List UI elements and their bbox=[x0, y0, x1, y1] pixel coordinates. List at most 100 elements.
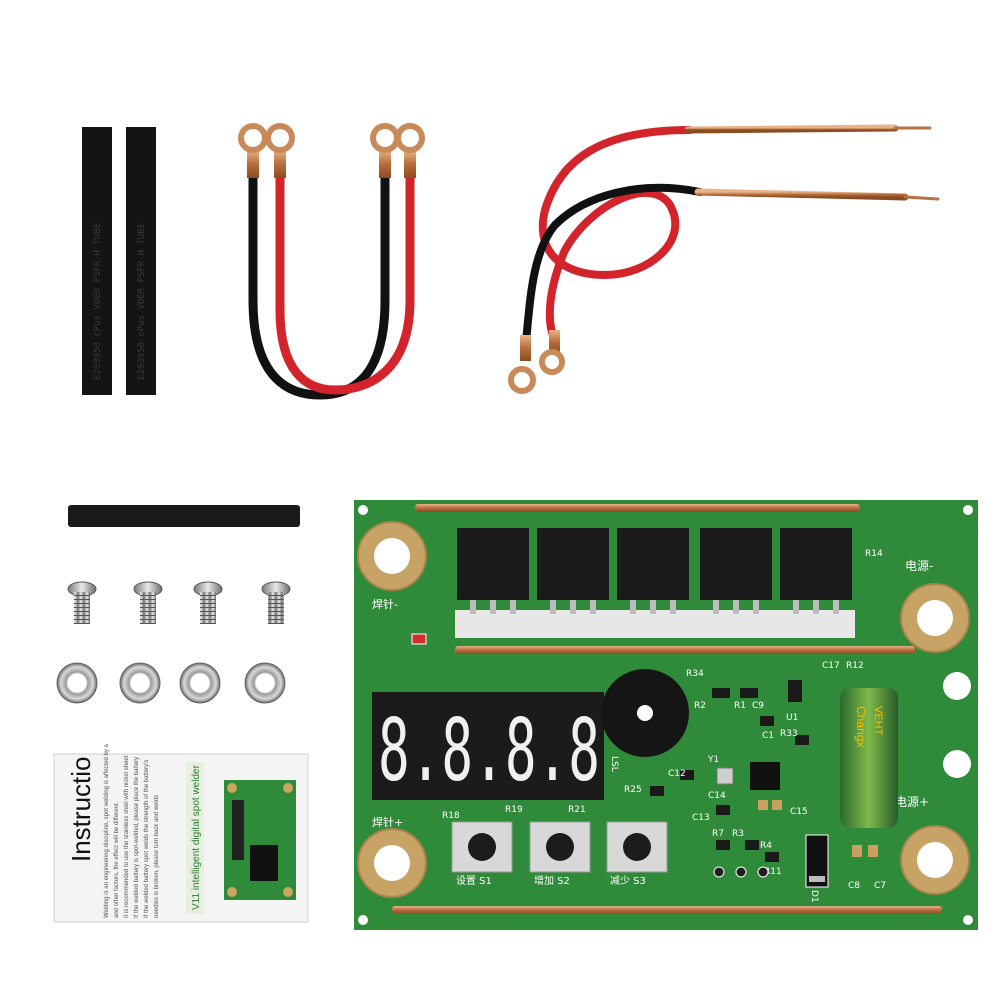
manual-title: Instructio bbox=[66, 757, 96, 863]
mosfet-array bbox=[457, 528, 852, 600]
svg-text:It is recommended to use the s: It is recommended to use the stainless s… bbox=[124, 755, 130, 918]
heat-shrink-tube bbox=[126, 127, 156, 395]
ring-lug bbox=[508, 335, 536, 394]
pen-tip bbox=[903, 195, 940, 201]
nut bbox=[244, 662, 286, 704]
set-button[interactable] bbox=[468, 833, 496, 861]
red-cable bbox=[275, 170, 415, 395]
svg-text:R3: R3 bbox=[732, 829, 744, 839]
label-weld-neg: 焊针- bbox=[372, 597, 398, 611]
manual-body: Welding is an engineering discipline, sp… bbox=[104, 743, 160, 918]
svg-text:C9: C9 bbox=[752, 701, 764, 711]
component-labels: R14 R34 R2 R1 C9 U1 R33 C1 C17 R12 R18 R… bbox=[442, 549, 886, 903]
mosfet bbox=[457, 528, 529, 600]
svg-text:If the welded battery is spot-: If the welded battery is spot-welded, pl… bbox=[134, 757, 140, 918]
screw bbox=[193, 581, 223, 624]
ring-lug bbox=[395, 123, 425, 178]
svg-text:R11: R11 bbox=[764, 867, 782, 877]
nut bbox=[179, 662, 221, 704]
cap-value: VEHT bbox=[872, 706, 884, 736]
ring-lug bbox=[265, 123, 295, 178]
copper-bus bbox=[415, 504, 860, 512]
nut bbox=[119, 662, 161, 704]
mosfet bbox=[700, 528, 772, 600]
svg-text:C1: C1 bbox=[762, 731, 774, 741]
battery-cables bbox=[238, 123, 425, 400]
label-weld-pos: 焊针+ bbox=[372, 815, 403, 829]
svg-text:C7: C7 bbox=[874, 881, 886, 891]
screw bbox=[133, 581, 163, 624]
svg-text:needles is broken, please turn: needles is broken, please turn back and … bbox=[154, 795, 160, 918]
svg-text:R1: R1 bbox=[734, 701, 746, 711]
svg-text:R18: R18 bbox=[442, 811, 460, 821]
pen-rod bbox=[684, 124, 899, 134]
svg-text:C13: C13 bbox=[692, 813, 710, 823]
diode bbox=[805, 834, 829, 888]
svg-text:R34: R34 bbox=[686, 669, 704, 679]
tube-print: E203950 cPus VOER PSFR-H TUBE bbox=[137, 223, 147, 380]
crystal bbox=[716, 767, 734, 785]
svg-text:R33: R33 bbox=[780, 729, 798, 739]
status-led bbox=[411, 633, 427, 645]
label-power-neg: 电源- bbox=[905, 559, 933, 573]
svg-text:C12: C12 bbox=[668, 769, 686, 779]
ring-lug bbox=[539, 330, 565, 375]
ring-lug bbox=[370, 123, 400, 178]
svg-text:R25: R25 bbox=[624, 785, 642, 795]
svg-text:R14: R14 bbox=[865, 549, 883, 559]
tactile-buttons bbox=[451, 821, 668, 873]
svg-text:R21: R21 bbox=[568, 805, 586, 815]
svg-text:R12: R12 bbox=[846, 661, 864, 671]
mosfet bbox=[617, 528, 689, 600]
decrease-button[interactable] bbox=[623, 833, 651, 861]
svg-text:C15: C15 bbox=[790, 807, 808, 817]
svg-text:Welding is an engineering disc: Welding is an engineering discipline, sp… bbox=[104, 743, 110, 918]
svg-text:D1: D1 bbox=[809, 890, 819, 903]
copper-bus bbox=[392, 906, 942, 914]
mosfet bbox=[780, 528, 852, 600]
svg-text:C8: C8 bbox=[848, 881, 860, 891]
nuts bbox=[56, 662, 286, 704]
terminal-rings bbox=[357, 521, 970, 898]
electrolytic-capacitor: Changx VEHT bbox=[840, 688, 898, 828]
nut bbox=[56, 662, 98, 704]
svg-text:U1: U1 bbox=[786, 713, 798, 723]
led-display: 8.8.8.8 LSL bbox=[372, 692, 619, 801]
copper-bus bbox=[455, 646, 915, 654]
svg-text:C17: C17 bbox=[822, 661, 840, 671]
svg-text:R2: R2 bbox=[694, 701, 706, 711]
label-btn-add: 增加 S2 bbox=[534, 874, 570, 887]
screw bbox=[67, 581, 97, 624]
insulation-strip bbox=[68, 505, 300, 527]
label-btn-sub: 减少 S3 bbox=[610, 875, 646, 887]
cap-brand: Changx bbox=[854, 706, 868, 747]
svg-text:Y1: Y1 bbox=[707, 755, 719, 765]
svg-text:If the welded battery spot wel: If the welded battery spot welds the str… bbox=[144, 760, 150, 918]
screw bbox=[261, 581, 291, 624]
svg-text:and other factors, the effect: and other factors, the effect will be di… bbox=[114, 801, 120, 918]
svg-text:C14: C14 bbox=[708, 791, 726, 801]
tube-print: E203950 cPus VOER PSFR-H TUBE bbox=[93, 223, 103, 380]
heat-shrink-tubes: E203950 cPus VOER PSFR-H TUBE E203950 cP… bbox=[82, 127, 156, 395]
pen-rod bbox=[694, 188, 909, 201]
display-code: LSL bbox=[609, 756, 619, 772]
svg-text:R4: R4 bbox=[760, 841, 772, 851]
manual-subtitle: V11 intelligent digital spot welder bbox=[191, 764, 202, 910]
ring-lug bbox=[238, 123, 268, 178]
red-pen-wire bbox=[538, 126, 694, 344]
increase-button[interactable] bbox=[546, 833, 574, 861]
microcontroller bbox=[750, 762, 780, 790]
display-digits: 8.8.8.8 bbox=[378, 701, 600, 801]
svg-text:R7: R7 bbox=[712, 829, 724, 839]
label-btn-set: 设置 S1 bbox=[456, 875, 492, 887]
welding-pens bbox=[508, 124, 940, 394]
spot-welder-board: 电源- 电源+ 焊针- 焊针+ 8.8.8.8 LSL 设置 S1 增加 S2 … bbox=[354, 500, 978, 930]
svg-text:R19: R19 bbox=[505, 805, 523, 815]
screws bbox=[67, 581, 291, 624]
black-cable bbox=[248, 170, 390, 400]
instruction-manual: Instructio Welding is an engineering dis… bbox=[53, 743, 309, 923]
black-pen-wire bbox=[521, 183, 704, 354]
label-power-pos: 电源+ bbox=[895, 795, 929, 809]
heat-shrink-tube bbox=[82, 127, 112, 395]
